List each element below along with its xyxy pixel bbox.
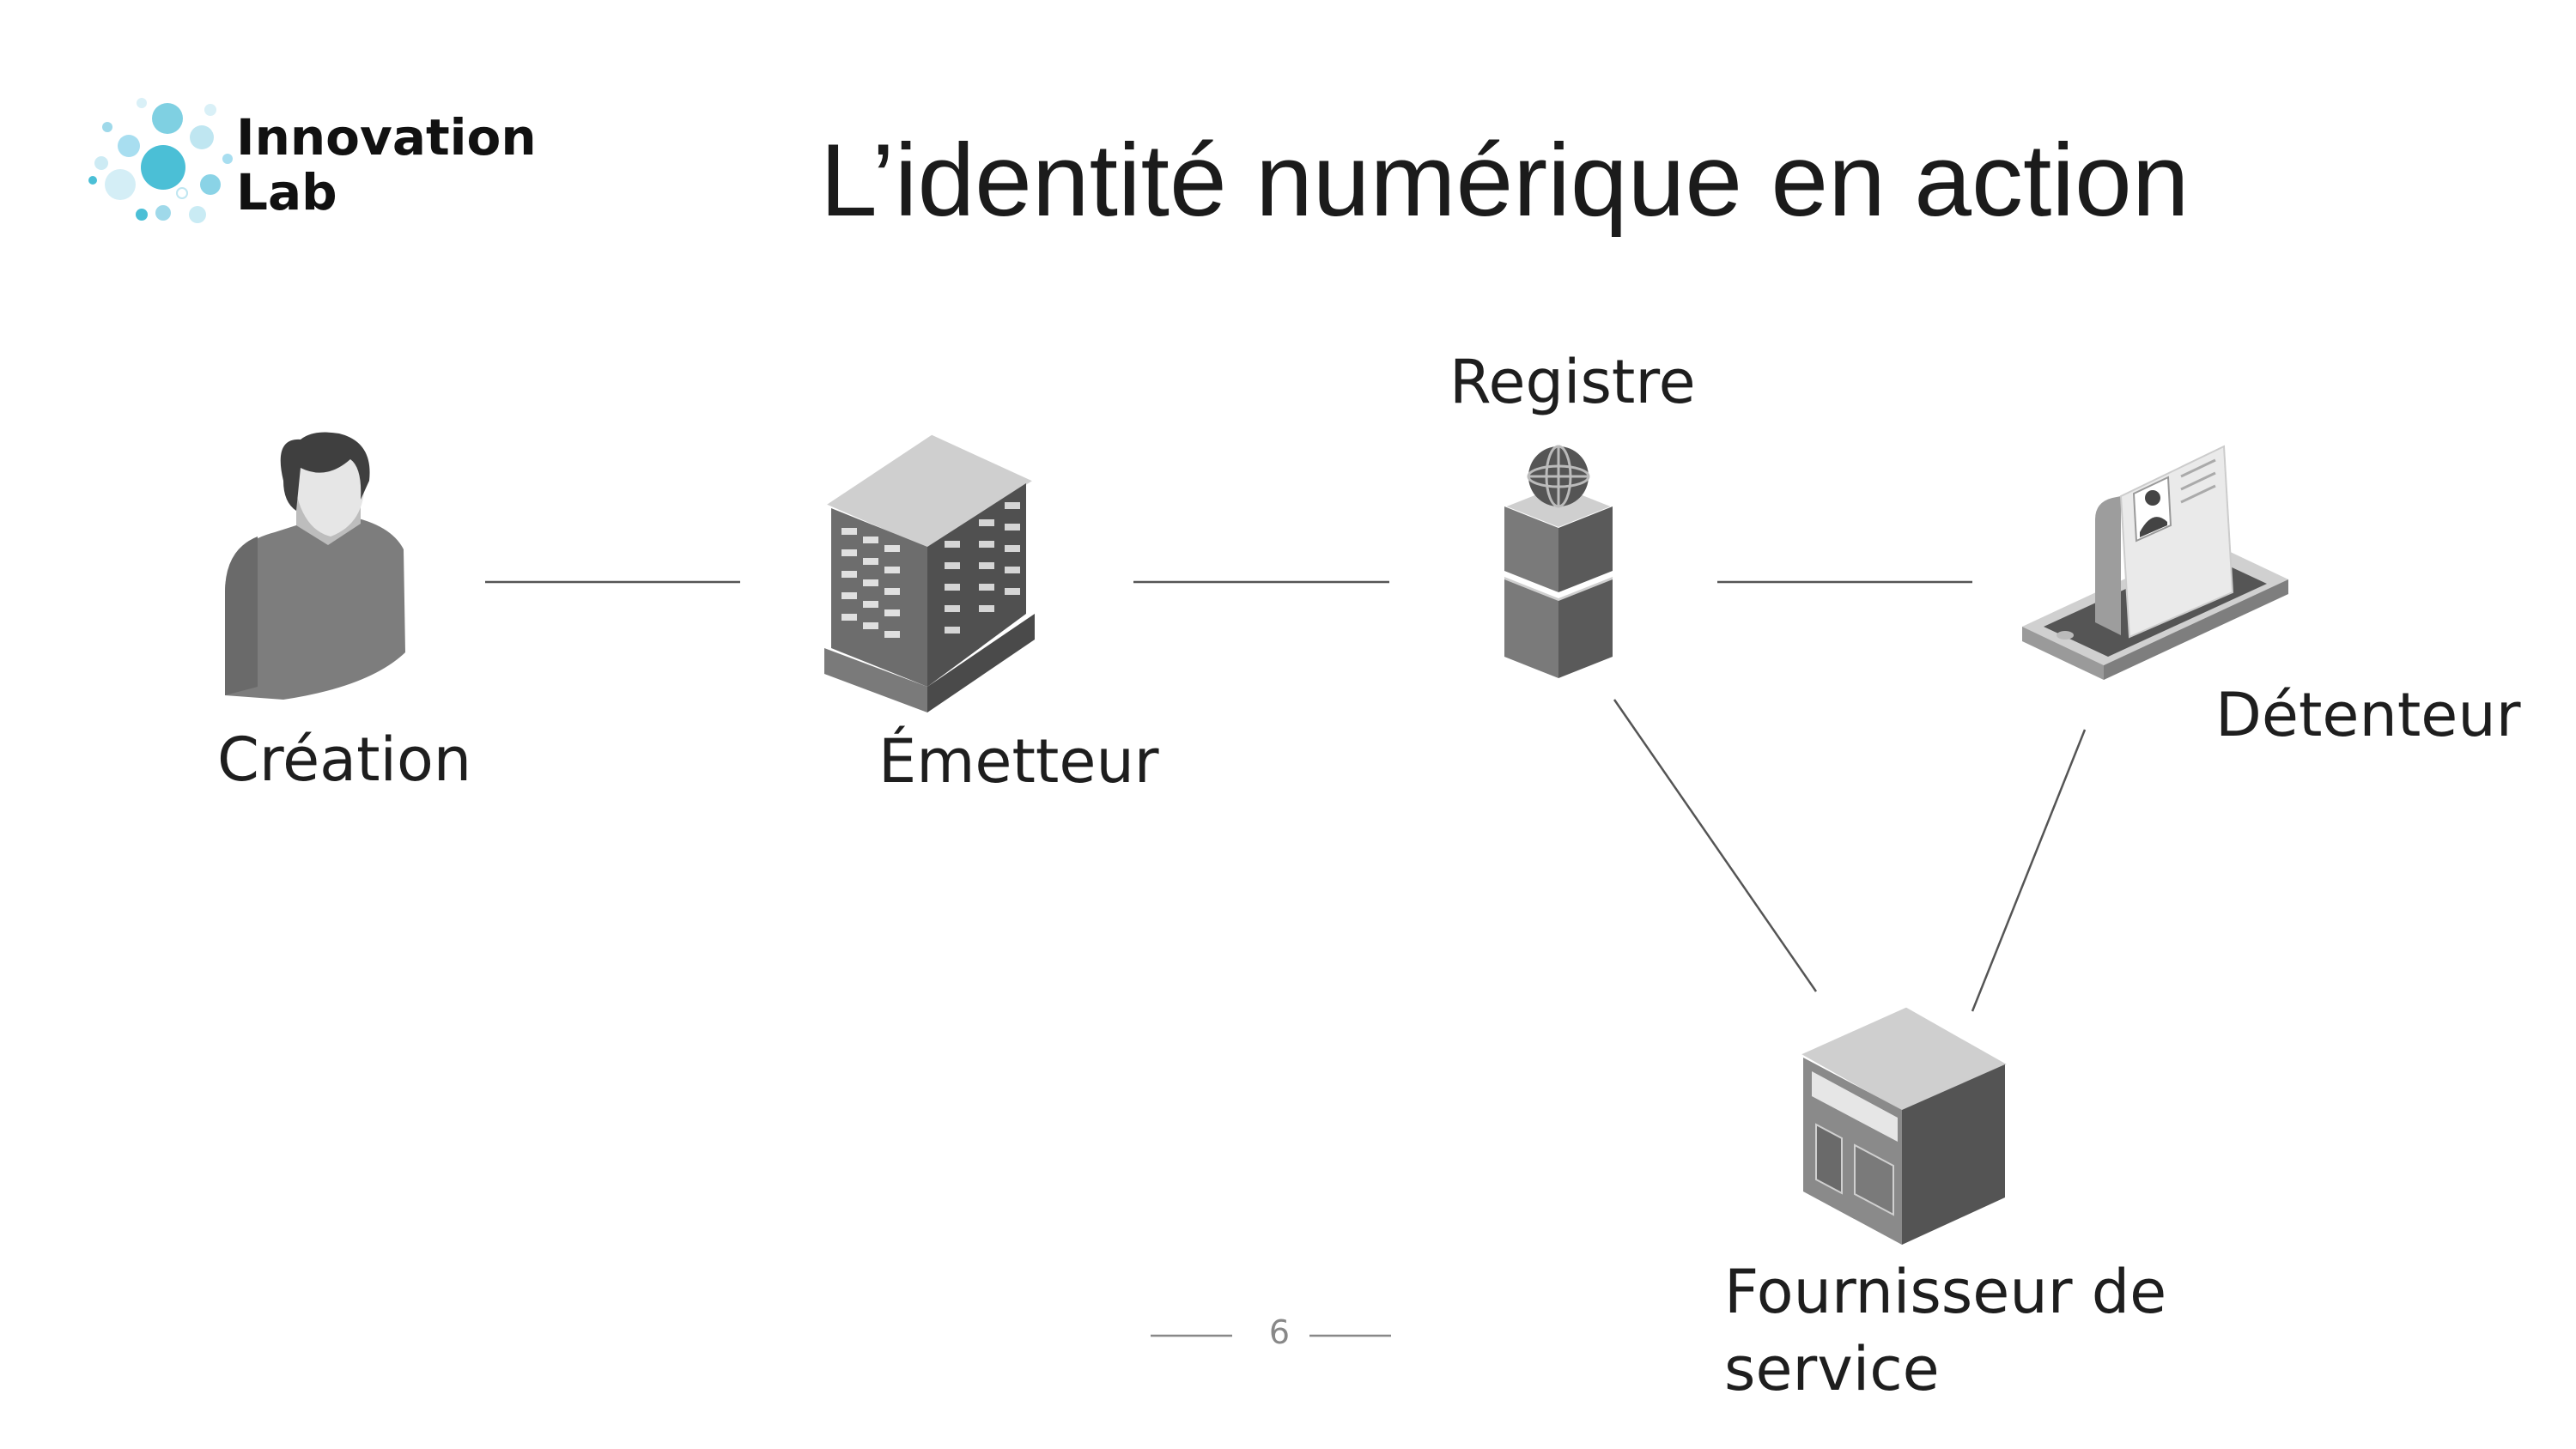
node-label-creation: Création	[217, 724, 472, 795]
connector-lines	[485, 580, 2087, 1012]
node-label-registre: Registre	[1449, 347, 1696, 417]
logo-line-innovation: Innovation	[236, 108, 537, 167]
person-icon	[225, 432, 405, 700]
logo-line-lab: Lab	[236, 163, 337, 221]
connector-registre-fournisseur	[1613, 699, 1818, 992]
innovation-lab-logo-icon	[88, 98, 233, 223]
office-building-icon	[821, 432, 1038, 712]
logo-wordmark: Innovation Lab	[236, 110, 537, 220]
connector-detenteur-fournisseur	[1971, 729, 2087, 1012]
node-label-detenteur: Détenteur	[2215, 680, 2521, 750]
page-number: 6	[1268, 1313, 1291, 1351]
smartphone-id-card-icon	[2022, 445, 2288, 680]
node-label-emetteur: Émetteur	[878, 726, 1159, 797]
slide-title: L’identité numérique en action	[820, 123, 2190, 238]
storefront-icon	[1795, 1004, 2013, 1245]
node-label-fournisseur: Fournisseur de service	[1724, 1257, 2167, 1404]
registry-server-globe-icon	[1502, 445, 1615, 678]
